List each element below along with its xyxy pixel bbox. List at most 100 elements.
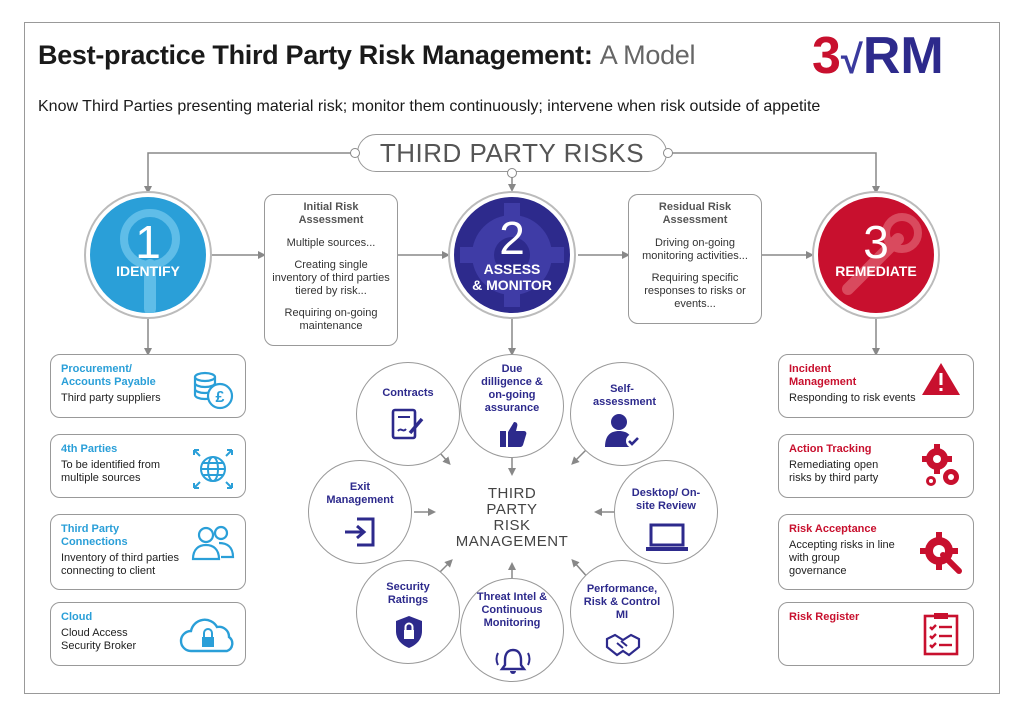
circle-label: Security Ratings (386, 581, 430, 606)
circle-performance: Performance, Risk & Control MI (570, 560, 674, 664)
box-text: Third party suppliers (61, 392, 161, 404)
box-text: Responding to risk events (789, 392, 916, 404)
logo-number: 3 (812, 27, 841, 85)
tagline: Know Third Parties presenting material r… (38, 98, 821, 115)
circle-label: Threat Intel & Continuous Monitoring (476, 591, 548, 629)
box-title: 4th Parties (61, 443, 118, 455)
assessment-item: Driving on-going monitoring activities..… (642, 237, 748, 262)
identify-box-4th-parties: 4th Parties To be identified from multip… (50, 434, 246, 498)
center-line: MANAGEMENT (455, 533, 569, 550)
box-title: Risk Acceptance (789, 523, 877, 535)
stage-label: IDENTIFY (116, 263, 180, 279)
stage-remediate-circle: 3 REMEDIATE (818, 197, 934, 313)
box-text: Accepting risks in line with group gover… (789, 539, 895, 577)
box-title: Procurement/ Accounts Payable (61, 363, 156, 388)
svg-text:£: £ (216, 389, 225, 406)
heading-line2: Assessment (662, 214, 728, 226)
residual-risk-assessment-box: Residual Risk Assessment Driving on-goin… (628, 194, 762, 324)
box-text: To be identified from multiple sources (61, 459, 161, 484)
globe-arrows-icon (193, 449, 233, 489)
box-title: Third Party Connections (61, 523, 128, 548)
page-title: Best-practice Third Party Risk Managemen… (38, 40, 696, 71)
assessment-item: Creating single inventory of third parti… (272, 259, 390, 297)
warning-icon (922, 363, 960, 395)
circle-label: Self-assessment (593, 383, 656, 408)
circle-self-assessment: Self-assessment (570, 362, 674, 466)
magnifier-icon (120, 209, 180, 313)
clipboard-checklist-icon (923, 613, 959, 656)
connector-dot-left (350, 148, 360, 158)
third-party-risks-box: THIRD PARTY RISKS (357, 134, 667, 172)
logo: 3√RM (812, 26, 944, 90)
cloud-lock-icon (179, 618, 234, 653)
circle-exit-management: Exit Management (308, 460, 412, 564)
gear-icon (460, 203, 564, 307)
handshake-icon (605, 633, 641, 657)
circle-due-diligence: Due dilligence & on-going assurance (460, 354, 564, 458)
wrench-icon (842, 213, 922, 295)
heading-line2: Assessment (298, 214, 364, 226)
remediate-box-incident: Incident Management Responding to risk e… (778, 354, 974, 418)
box-text: Cloud Access Security Broker (61, 627, 137, 652)
remediate-box-risk-acceptance: Risk Acceptance Accepting risks in line … (778, 514, 974, 590)
sign-in-icon (345, 517, 375, 547)
assessment-item: Requiring on-going maintenance (284, 307, 378, 332)
circle-desktop-review: Desktop/ On-site Review (614, 460, 718, 564)
box-title: Action Tracking (789, 443, 872, 455)
stage-identify-circle: 1 IDENTIFY (90, 197, 206, 313)
thumbs-up-icon (500, 422, 527, 447)
infographic-frame (24, 22, 1000, 694)
heading-line1: Residual Risk (658, 201, 732, 213)
stage-number: 3 (863, 216, 889, 268)
assessment-item: Requiring specific responses to risks or… (644, 272, 746, 310)
circle-label: Exit Management (326, 481, 394, 506)
circle-label: Performance, Risk & Control MI (583, 583, 661, 621)
box-title: Incident Management (789, 363, 857, 388)
center-line: THIRD (487, 485, 537, 502)
box-title: Risk Register (789, 611, 860, 623)
circle-threat-intel: Threat Intel & Continuous Monitoring (460, 578, 564, 682)
gear-wrench-icon (920, 532, 962, 574)
box-text: Inventory of third parties connecting to… (61, 552, 180, 577)
logo-check-mark: √ (840, 38, 863, 82)
shield-lock-icon (396, 616, 422, 648)
center-line: RISK (493, 517, 531, 534)
initial-risk-assessment-box: Initial Risk Assessment Multiple sources… (264, 194, 398, 346)
box-title: Cloud (61, 611, 93, 623)
laptop-icon (646, 523, 688, 551)
title-sub: A Model (599, 40, 696, 70)
stage-assess-circle: 2 ASSESS & MONITOR (454, 197, 570, 313)
title-main: Best-practice Third Party Risk Managemen… (38, 40, 593, 70)
circle-label: Due dilligence & on-going assurance (481, 363, 543, 414)
heading-line1: Initial Risk (303, 201, 359, 213)
box-text: Remediating open risks by third party (789, 459, 879, 484)
center-line: PARTY (486, 501, 538, 518)
box-heading: Residual Risk Assessment (635, 201, 755, 227)
stage-label-line2: & MONITOR (472, 277, 552, 293)
center-label: THIRD PARTY RISK MANAGEMENT (450, 486, 574, 550)
stage-label: REMEDIATE (835, 263, 917, 279)
remediate-box-action-tracking: Action Tracking Remediating open risks b… (778, 434, 974, 498)
circle-label: Desktop/ On-site Review (631, 487, 701, 512)
connector-dot-right (663, 148, 673, 158)
people-icon (191, 525, 235, 561)
stage-label-line1: ASSESS (483, 261, 541, 277)
gears-icon (922, 444, 959, 486)
circle-security-ratings: Security Ratings (356, 560, 460, 664)
logo-text: RM (862, 27, 944, 85)
circle-contracts: Contracts (356, 362, 460, 466)
assessment-item: Multiple sources... (286, 237, 376, 249)
coins-pound-icon: £ (193, 371, 234, 410)
alarm-bell-icon (495, 648, 531, 674)
box-heading: Initial Risk Assessment (271, 201, 391, 227)
circle-label: Contracts (382, 387, 434, 399)
identify-box-connections: Third Party Connections Inventory of thi… (50, 514, 246, 590)
stage-number: 2 (499, 212, 525, 264)
stage-number: 1 (135, 216, 161, 268)
remediate-box-risk-register: Risk Register (778, 602, 974, 666)
contract-icon (391, 408, 424, 440)
identify-box-cloud: Cloud Cloud Access Security Broker (50, 602, 246, 666)
identify-box-procurement: Procurement/ Accounts Payable Third part… (50, 354, 246, 418)
person-check-icon (605, 414, 640, 448)
connector-dot-bottom (507, 168, 517, 178)
